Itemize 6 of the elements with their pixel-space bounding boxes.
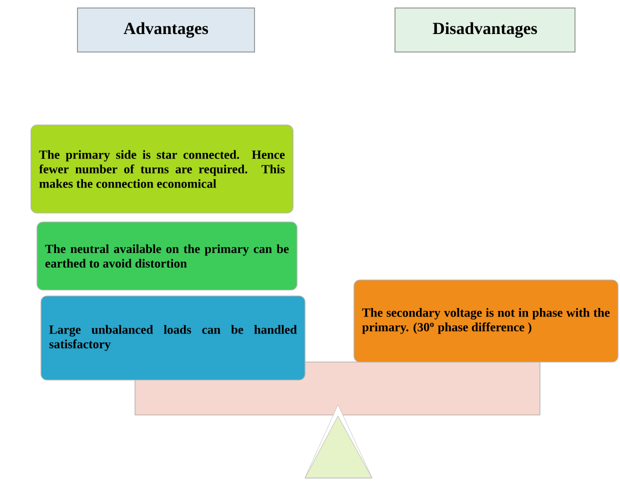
text-box: Large unbalanced loads can be handled satisfactory bbox=[40, 296, 306, 380]
text-box: The primary side is star connected. Hence fewer number of turns are required. This makes the connection economical bbox=[30, 124, 294, 214]
heading-box: Advantages bbox=[77, 8, 255, 52]
text-box: The neutral available on the primary can be earthed to avoid distortion bbox=[36, 222, 298, 290]
heading-box: Disadvantages bbox=[394, 8, 576, 52]
text-box: The secondary voltage is not in phase with the primary. (30$^{o}$ phase difference ) bbox=[354, 280, 618, 362]
